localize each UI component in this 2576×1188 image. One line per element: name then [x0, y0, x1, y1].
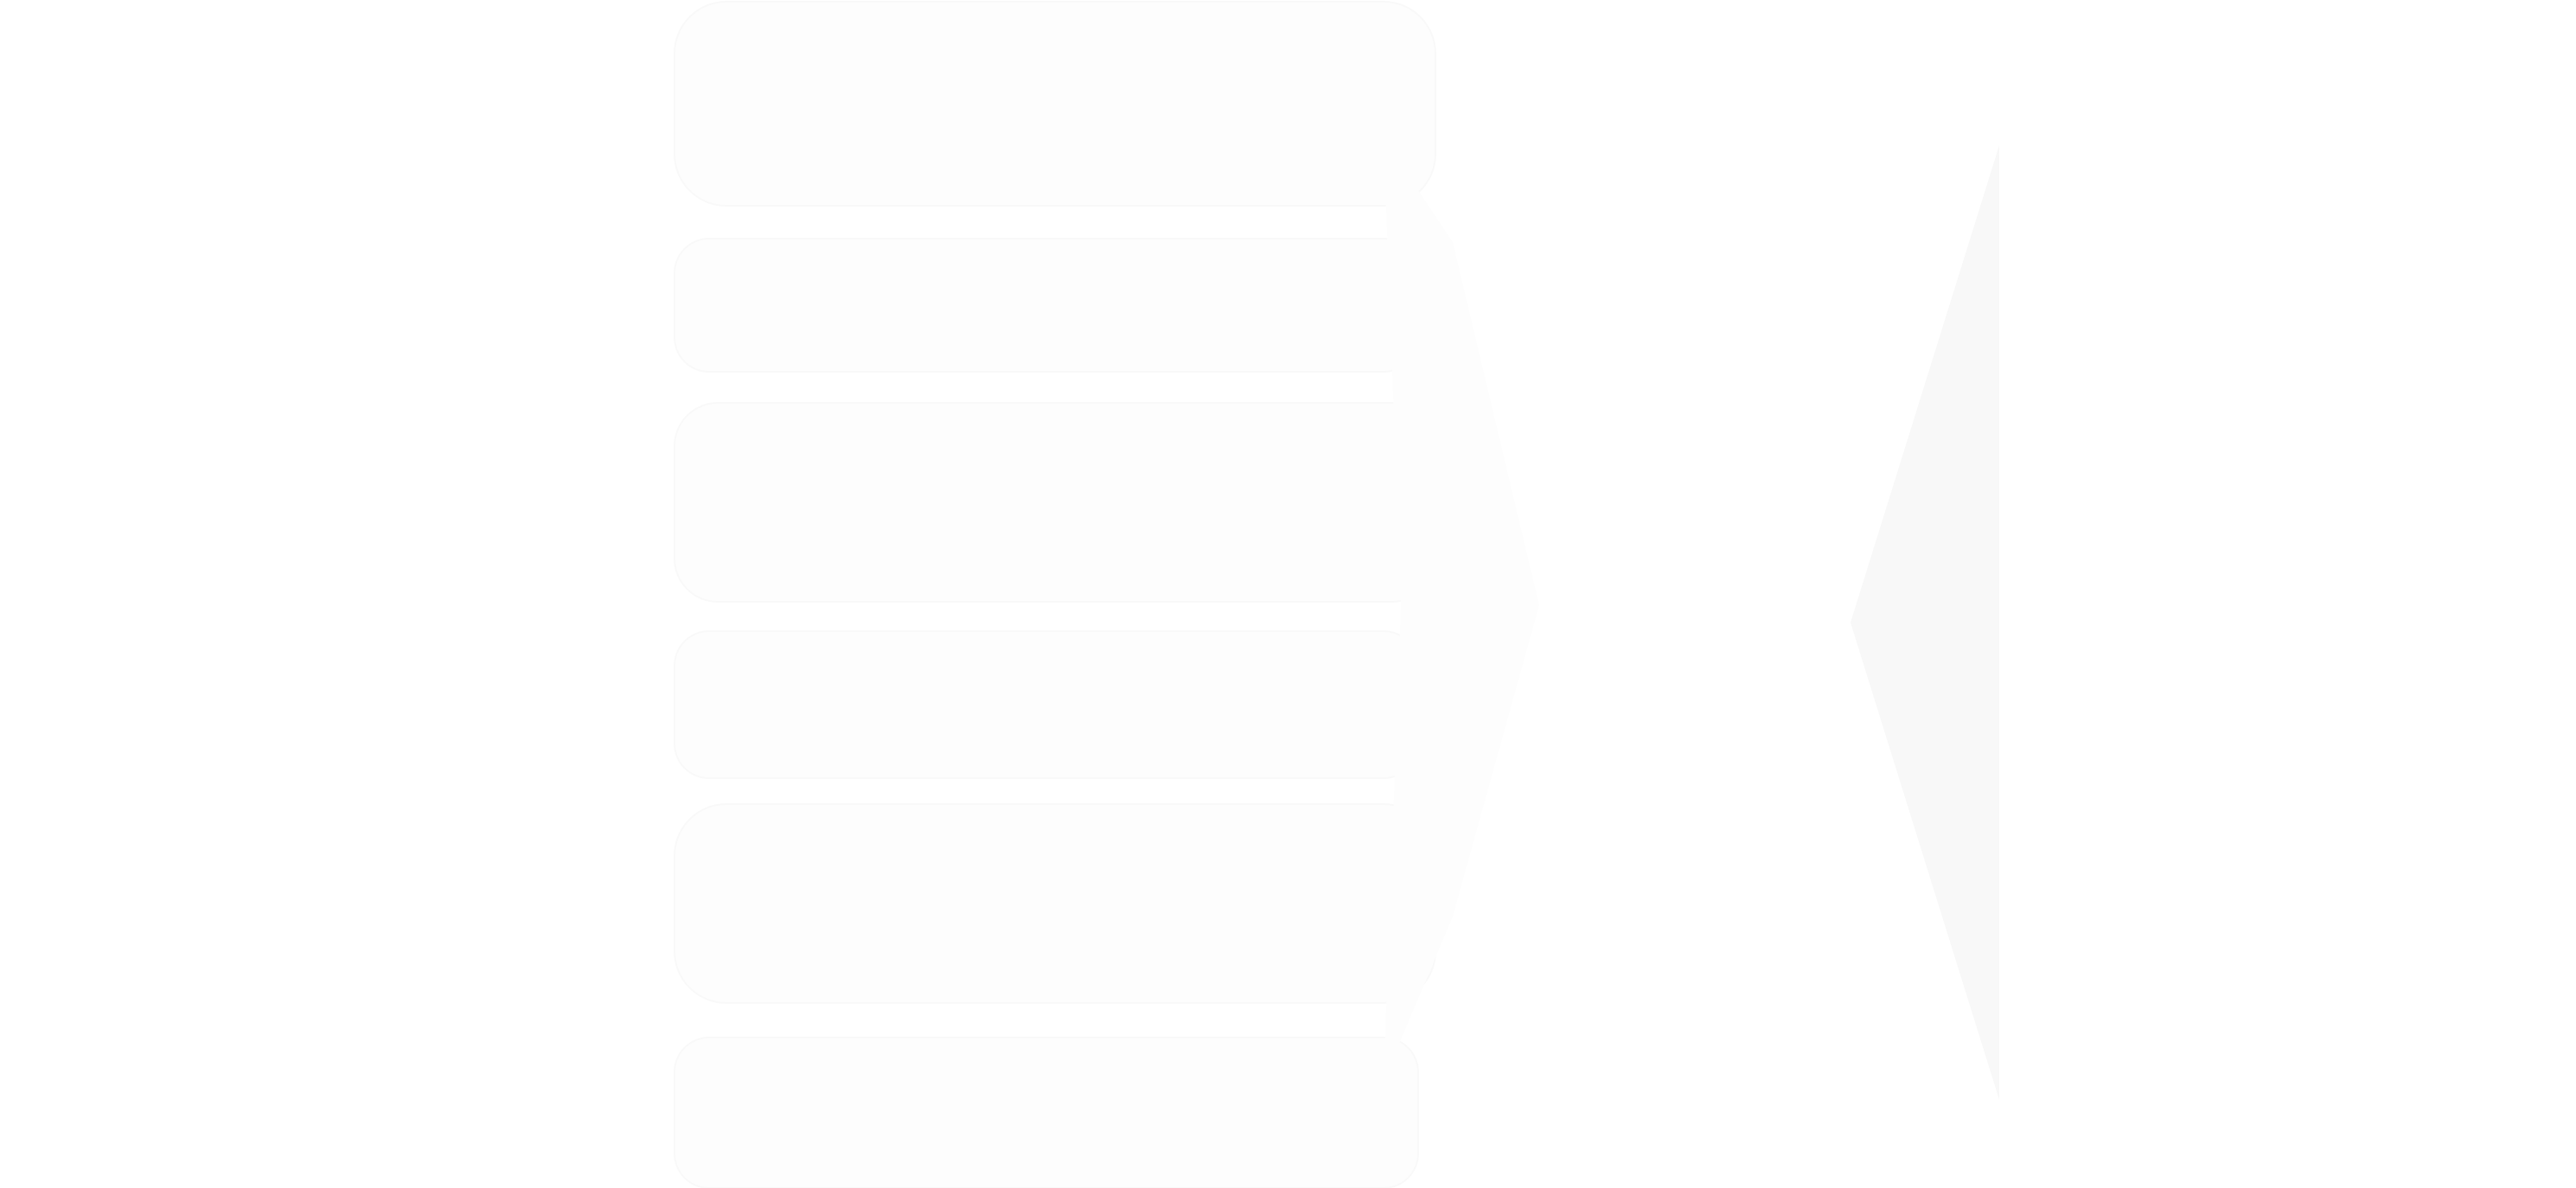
stack-bar-2	[674, 238, 1419, 373]
stacked-bars-group	[674, 1, 1436, 1188]
left-pointing-wedge	[1851, 145, 1999, 1100]
stack-bar-5	[674, 803, 1436, 1004]
stack-bar-3	[674, 402, 1436, 603]
chevron-shape	[1384, 138, 1539, 1081]
stack-bar-1	[674, 1, 1436, 207]
stack-bar-4	[674, 630, 1419, 779]
stack-bar-6	[674, 1037, 1419, 1188]
